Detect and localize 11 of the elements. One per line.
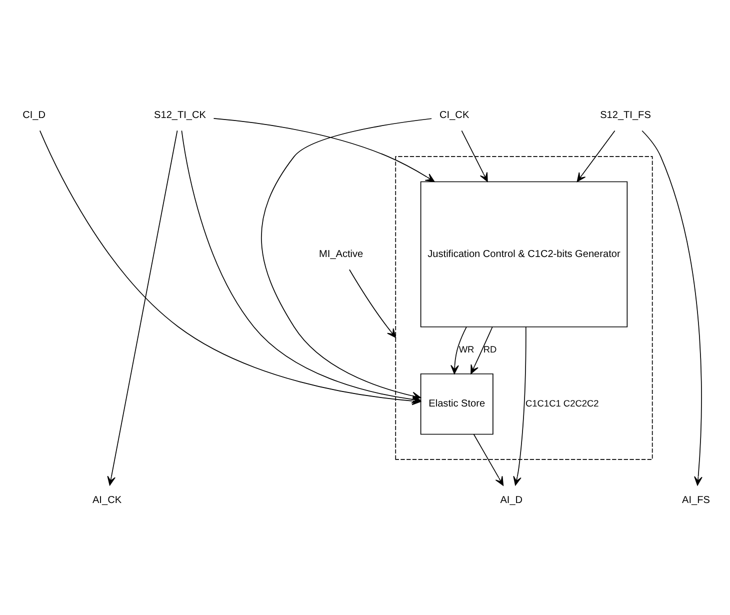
node-text: CI_CK <box>440 110 470 121</box>
edge-label: C1C1C1 C2C2C2 <box>526 398 599 408</box>
node-text: AI_CK <box>92 494 122 506</box>
node-text: AI_FS <box>682 494 710 506</box>
edge-label: RD <box>483 344 497 354</box>
node-text: S12_TI_FS <box>600 110 651 121</box>
edge-label: WR <box>458 344 474 354</box>
node-text: AI_D <box>500 494 523 506</box>
node-text: S12_TI_CK <box>154 110 206 121</box>
node-text: CI_D <box>22 110 46 121</box>
node-text: MI_Active <box>319 248 364 260</box>
